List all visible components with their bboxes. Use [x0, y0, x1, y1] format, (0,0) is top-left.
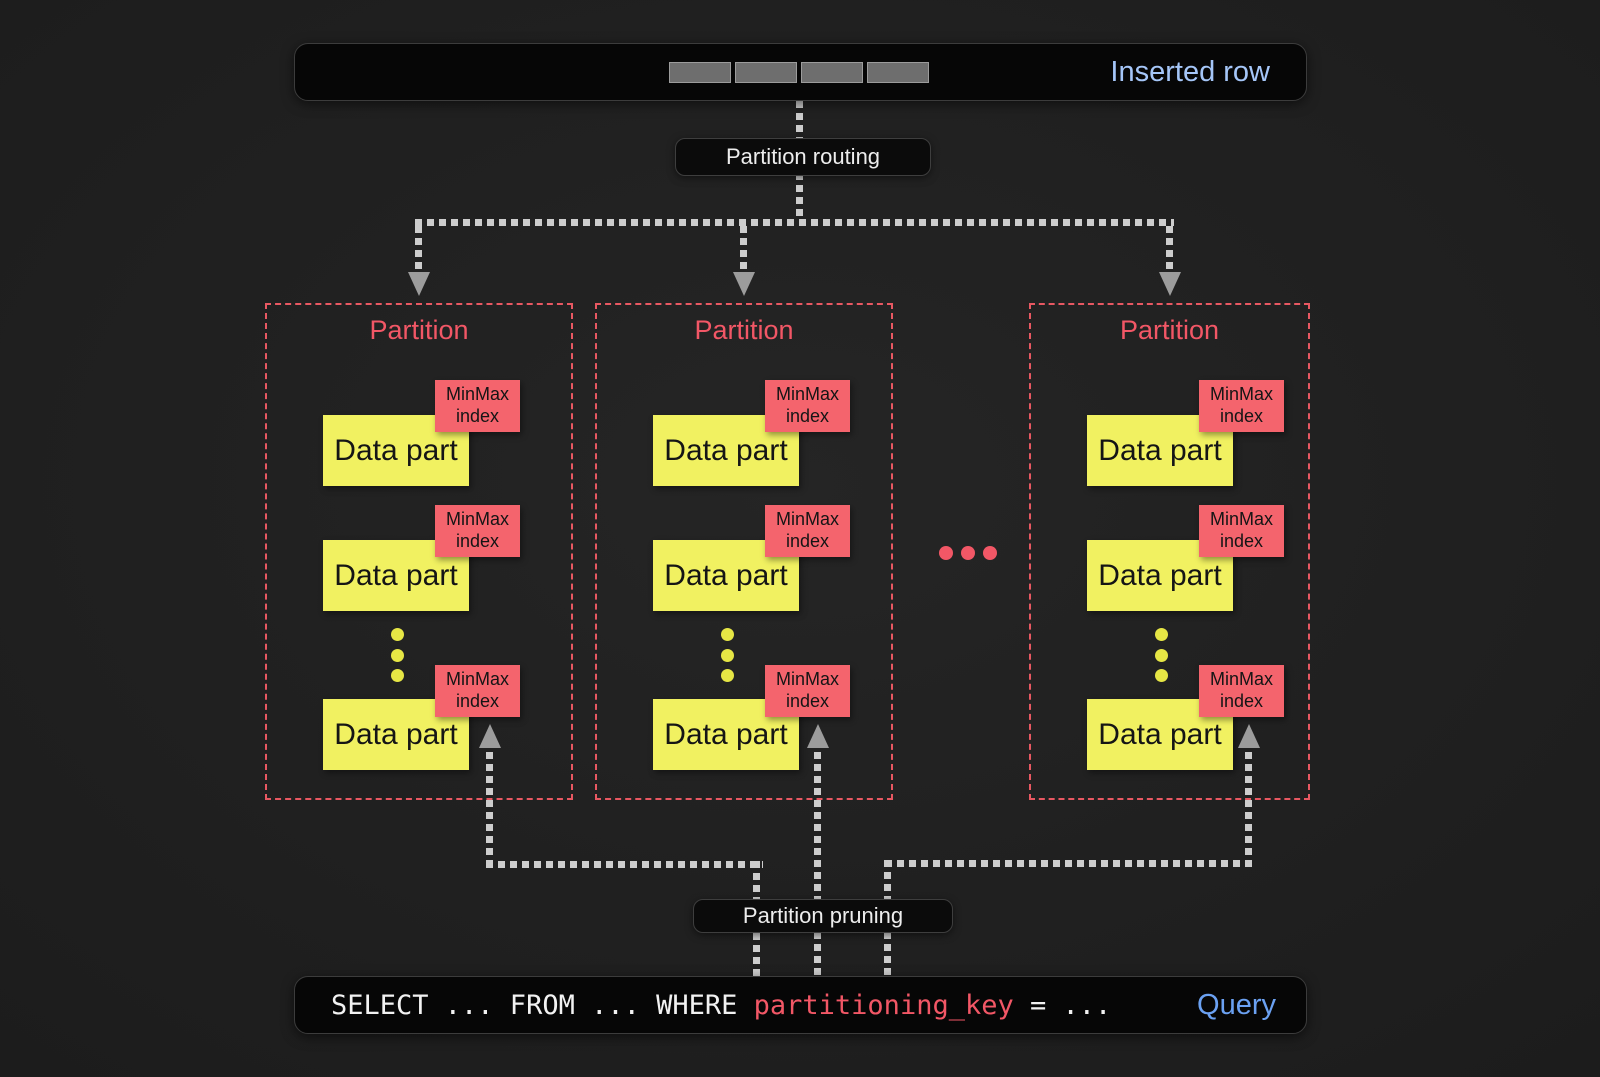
query-code: SELECT ... FROM ... WHERE partitioning_k… — [331, 977, 1111, 1033]
arrow-down-icon — [1159, 272, 1181, 296]
more-parts-dot — [391, 669, 404, 682]
partition-pruning-label: Partition pruning — [693, 899, 953, 933]
arrow-up-icon — [807, 724, 829, 748]
partition-title: Partition — [369, 315, 469, 345]
arrow-up-icon — [479, 724, 501, 748]
more-parts-dot — [721, 628, 734, 641]
arrow-down-icon — [408, 272, 430, 296]
more-parts-dot — [721, 649, 734, 662]
partition-routing-text: Partition routing — [725, 144, 881, 169]
minmax-index-tag: MinMax index — [1199, 665, 1284, 717]
row-cell — [801, 62, 863, 83]
partition-title: Partition — [1119, 315, 1220, 345]
minmax-index-tag: MinMax index — [1199, 505, 1284, 557]
query-label: Query — [1197, 988, 1276, 1021]
query-code-prefix: SELECT ... FROM ... WHERE — [331, 989, 754, 1021]
query-code-suffix: = ... — [1013, 989, 1112, 1021]
minmax-index-tag: MinMax index — [1199, 380, 1284, 432]
row-cell — [735, 62, 797, 83]
more-parts-dot — [1155, 669, 1168, 682]
partitions-ellipsis-dot — [983, 546, 997, 560]
routing-drop-line-2 — [740, 226, 747, 272]
partition-pruning-text: Partition pruning — [742, 903, 904, 928]
partitions-ellipsis-dot — [939, 546, 953, 560]
row-cell — [669, 62, 731, 83]
partition-title: Partition — [694, 315, 794, 345]
more-parts-dot — [391, 649, 404, 662]
minmax-index-tag: MinMax index — [765, 505, 850, 557]
routing-branch-line — [415, 219, 1174, 226]
inserted-row-bar: Inserted row — [294, 43, 1307, 101]
arrow-down-icon — [733, 272, 755, 296]
minmax-index-tag: MinMax index — [435, 665, 520, 717]
routing-drop-line-1 — [415, 226, 422, 272]
data-part-box: Data part — [323, 699, 469, 770]
minmax-index-tag: MinMax index — [765, 380, 850, 432]
more-parts-dot — [391, 628, 404, 641]
more-parts-dot — [1155, 628, 1168, 641]
inserted-row-label: Inserted row — [1110, 55, 1270, 88]
inserted-row-cells — [669, 62, 929, 83]
minmax-index-tag: MinMax index — [435, 380, 520, 432]
query-bar: SELECT ... FROM ... WHERE partitioning_k… — [294, 976, 1307, 1034]
row-cell — [867, 62, 929, 83]
arrow-up-icon — [1238, 724, 1260, 748]
pruning-line-partition-2 — [814, 752, 821, 976]
pruning-line-partition-1 — [486, 752, 493, 865]
pruning-line-partition-3 — [1245, 752, 1252, 863]
partitions-ellipsis-dot — [961, 546, 975, 560]
more-parts-dot — [721, 669, 734, 682]
minmax-index-tag: MinMax index — [765, 665, 850, 717]
routing-drop-line-3 — [1166, 226, 1173, 272]
more-parts-dot — [1155, 649, 1168, 662]
minmax-index-tag: MinMax index — [435, 505, 520, 557]
pruning-elbow-left — [486, 861, 763, 868]
partitioning-key-token: partitioning_key — [753, 989, 1014, 1021]
pruning-elbow-right — [885, 860, 1252, 867]
partition-routing-label: Partition routing — [675, 138, 931, 176]
